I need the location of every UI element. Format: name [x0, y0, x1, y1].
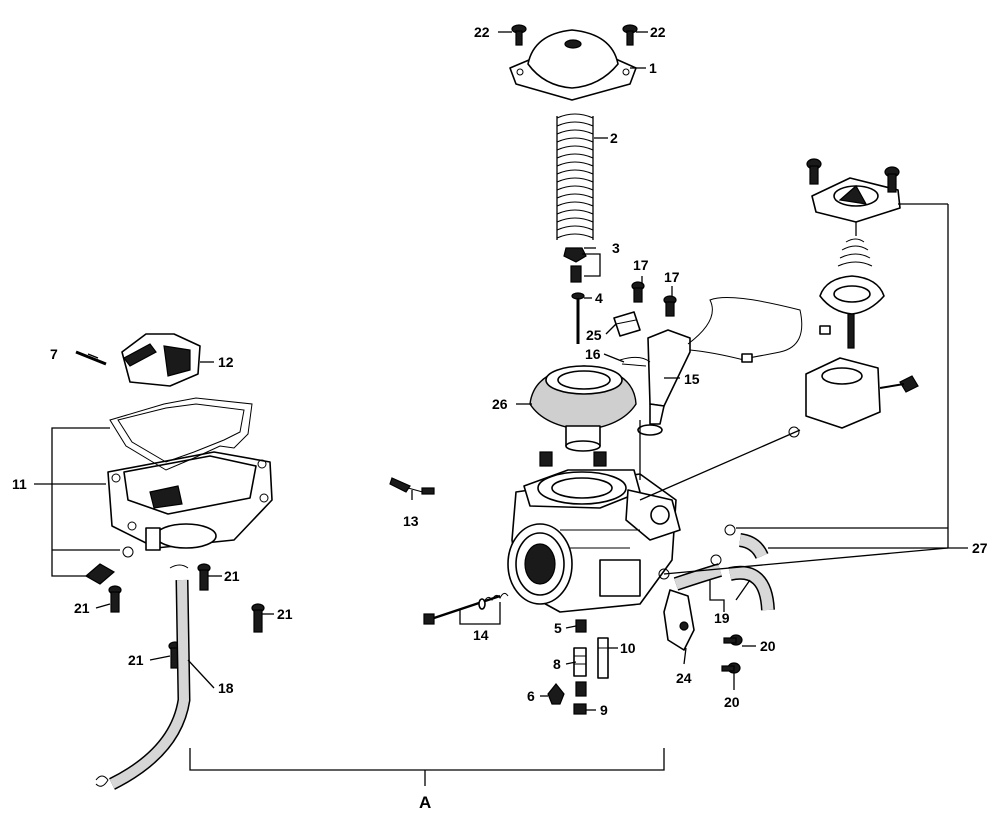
- leader-lines: [34, 31, 968, 711]
- callout-11: 11: [12, 476, 27, 492]
- cover-screw-left: [511, 24, 527, 46]
- screw-21-c: [251, 603, 265, 633]
- hose-part: [658, 524, 775, 611]
- jet-needle-part: [571, 292, 585, 344]
- starter-valve-assembly: [788, 158, 919, 438]
- float-chamber-part: [107, 451, 273, 551]
- callout-21-a: 21: [224, 568, 240, 584]
- spring-part: [556, 112, 594, 242]
- callout-labels: 22 22 1 2 3 4 17 17 25 16 15 26 13 14 5 …: [12, 24, 988, 812]
- callout-24: 24: [676, 670, 692, 686]
- screw-20-lower: [721, 662, 741, 674]
- callout-20-upper: 20: [760, 638, 776, 654]
- needle-retainer-part: [563, 247, 587, 283]
- drain-tube-part: [95, 579, 191, 790]
- bracket-part: [663, 589, 695, 651]
- clip-small-part: [169, 564, 189, 569]
- clamp-part: [613, 311, 641, 337]
- callout-22-left: 22: [474, 24, 490, 40]
- callout-A: A: [419, 793, 431, 812]
- callout-13: 13: [403, 513, 419, 529]
- callout-14: 14: [473, 627, 489, 643]
- bracket-a: [189, 748, 665, 786]
- top-cover-part: [509, 29, 637, 101]
- callout-26: 26: [492, 396, 508, 412]
- clip-part: [619, 356, 651, 367]
- throttle-stop-screw-part: [423, 592, 509, 625]
- screw-20-upper: [723, 634, 743, 646]
- callout-17-left: 17: [633, 257, 649, 273]
- callout-8: 8: [553, 656, 561, 672]
- float-gasket-part: [109, 397, 253, 471]
- callout-25: 25: [586, 327, 602, 343]
- slow-jet-part: [573, 681, 587, 715]
- callout-17-right: 17: [664, 269, 680, 285]
- callout-1: 1: [649, 60, 657, 76]
- callout-15: 15: [684, 371, 700, 387]
- callout-21-c: 21: [277, 606, 293, 622]
- callout-5: 5: [554, 620, 562, 636]
- throttle-sensor-part: [637, 297, 831, 436]
- bolt-17-left: [631, 281, 645, 303]
- callout-27: 27: [972, 540, 988, 556]
- float-valve-part: [547, 683, 565, 705]
- callout-10: 10: [620, 640, 636, 656]
- needle-jet-part: [573, 647, 587, 677]
- callout-6: 6: [527, 688, 535, 704]
- screw-21-a: [197, 563, 211, 591]
- float-pin-part: [75, 350, 107, 366]
- main-jet-part: [575, 619, 587, 633]
- starter-jet-part: [597, 637, 609, 679]
- callout-21-b: 21: [74, 600, 90, 616]
- screw-21-b: [108, 585, 122, 613]
- callout-21-d: 21: [128, 652, 144, 668]
- callout-22-right: 22: [650, 24, 666, 40]
- callout-20-lower: 20: [724, 694, 740, 710]
- callout-4: 4: [595, 290, 603, 306]
- pilot-screw-set-part: [389, 477, 435, 495]
- float-part: [121, 333, 201, 387]
- drain-screw-part: [84, 546, 134, 585]
- callout-2: 2: [610, 130, 618, 146]
- callout-12: 12: [218, 354, 234, 370]
- diaphragm-piston-part: [529, 365, 637, 452]
- callout-7: 7: [50, 346, 58, 362]
- callout-19: 19: [714, 610, 730, 626]
- callout-18: 18: [218, 680, 234, 696]
- carburetor-body: [507, 451, 681, 613]
- callout-16: 16: [585, 346, 601, 362]
- cover-screw-right: [622, 24, 638, 46]
- callout-9: 9: [600, 702, 608, 718]
- bolt-17-right: [663, 295, 677, 317]
- callout-3: 3: [612, 240, 620, 256]
